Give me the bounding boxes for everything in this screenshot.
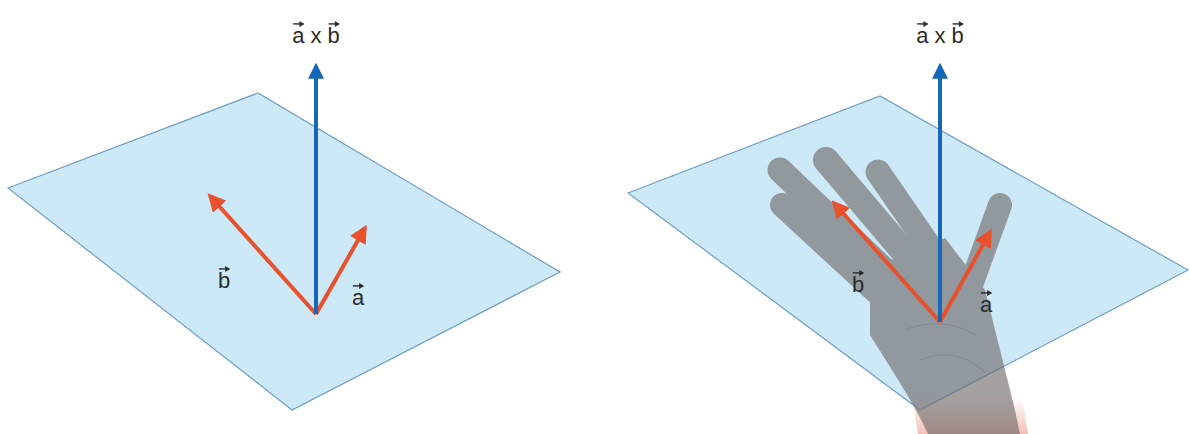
cross-product-vector	[314, 66, 318, 314]
vector-label: a x b	[292, 24, 340, 48]
plane	[8, 93, 560, 410]
vector-a	[316, 228, 365, 314]
vector-label: b	[218, 269, 230, 293]
vector-b	[834, 203, 940, 322]
vector-b	[210, 196, 316, 314]
vector-label: a x b	[916, 24, 964, 48]
right-hand	[780, 160, 1020, 434]
cross-product-vector	[938, 66, 942, 322]
vector-label: a	[352, 286, 364, 310]
vector-label: a	[980, 293, 992, 317]
vector-label: b	[852, 273, 864, 297]
